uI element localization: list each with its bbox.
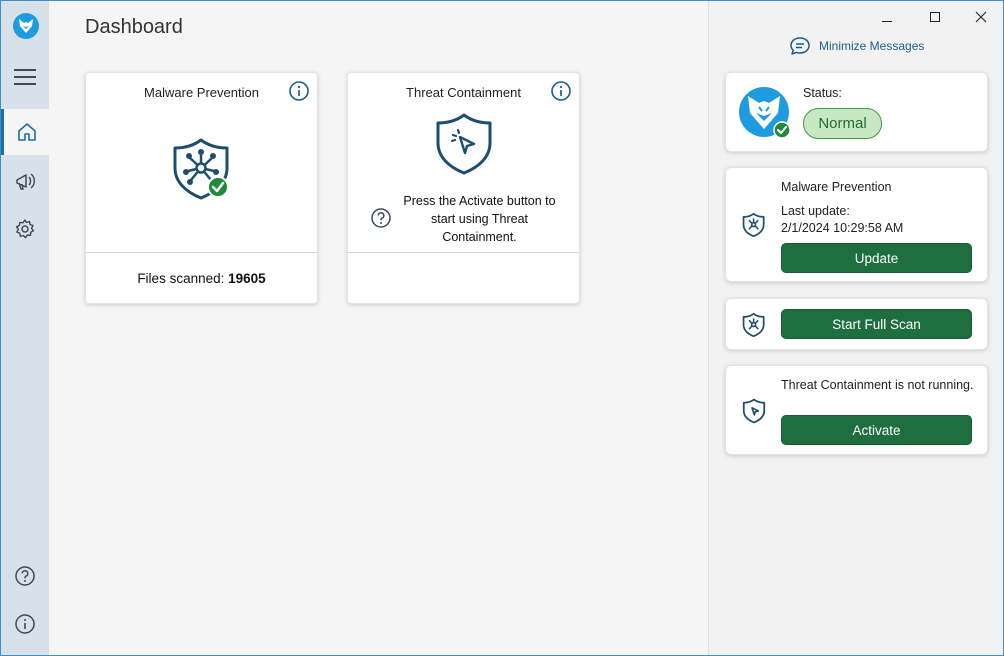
full-scan-card: Start Full Scan [725, 298, 988, 350]
malware-update-title: Malware Prevention [781, 180, 892, 194]
shield-network-icon [742, 312, 765, 338]
malware-update-card: Malware Prevention Last update: 2/1/2024… [725, 167, 988, 282]
sidebar [1, 1, 49, 655]
app-logo-icon [13, 13, 39, 39]
minimize-messages-label: Minimize Messages [819, 39, 925, 53]
sidebar-item-home[interactable] [1, 109, 49, 155]
info-icon[interactable] [550, 80, 572, 102]
minimize-messages-link[interactable]: Minimize Messages [789, 36, 924, 56]
info-icon [15, 614, 35, 634]
shield-cursor-icon [742, 398, 766, 424]
threat-card-message: Press the Activate button to start using… [403, 194, 556, 244]
window-close-button[interactable] [966, 7, 996, 27]
chat-icon [790, 37, 810, 55]
check-badge-icon [773, 121, 791, 139]
start-full-scan-button[interactable]: Start Full Scan [781, 309, 972, 339]
messages-panel: Minimize Messages Status: Normal Ma [708, 1, 1003, 655]
status-label: Status: [803, 86, 842, 100]
card-title: Malware Prevention [144, 85, 259, 100]
threat-containment-status-card: Threat Containment is not running. Activ… [725, 365, 988, 455]
card-divider [348, 252, 579, 253]
threat-status-message: Threat Containment is not running. [781, 378, 974, 392]
last-update-label: Last update: [781, 204, 850, 218]
maximize-icon [930, 12, 940, 22]
sidebar-item-about[interactable] [1, 601, 49, 647]
threat-containment-card[interactable]: Threat Containment Press the Activate bu… [347, 72, 580, 304]
menu-button[interactable] [1, 54, 49, 100]
last-update-value: 2/1/2024 10:29:58 AM [781, 221, 904, 235]
fox-logo-icon [748, 96, 780, 129]
home-icon [17, 123, 36, 141]
card-divider [86, 252, 317, 253]
info-icon[interactable] [288, 80, 310, 102]
files-scanned: Files scanned: 19605 [86, 271, 317, 286]
sidebar-item-alerts[interactable] [1, 158, 49, 204]
shield-network-icon [173, 138, 229, 200]
files-scanned-value: 19605 [228, 271, 266, 286]
malware-prevention-card[interactable]: Malware Prevention Files scanned: 19605 [85, 72, 318, 304]
window-maximize-button[interactable] [920, 7, 950, 27]
shield-network-icon [742, 212, 765, 238]
gear-icon [15, 219, 35, 239]
card-title: Threat Containment [406, 85, 521, 100]
close-icon [975, 11, 987, 23]
status-badge: Normal [803, 108, 882, 139]
files-scanned-label: Files scanned: [137, 271, 225, 286]
status-avatar [739, 87, 791, 139]
window-minimize-button[interactable] [872, 7, 902, 27]
minimize-icon [882, 21, 892, 22]
activate-button[interactable]: Activate [781, 415, 972, 445]
main-content: Dashboard Malware Prevention Files scann… [49, 1, 708, 655]
sidebar-item-settings[interactable] [1, 206, 49, 252]
update-button[interactable]: Update [781, 243, 972, 273]
sidebar-item-help[interactable] [1, 553, 49, 599]
help-icon [15, 566, 35, 586]
help-icon[interactable] [370, 207, 392, 229]
page-title: Dashboard [85, 16, 183, 38]
hamburger-icon [14, 69, 36, 85]
shield-cursor-icon [436, 113, 492, 175]
status-card: Status: Normal [725, 72, 988, 152]
megaphone-icon [16, 173, 35, 190]
